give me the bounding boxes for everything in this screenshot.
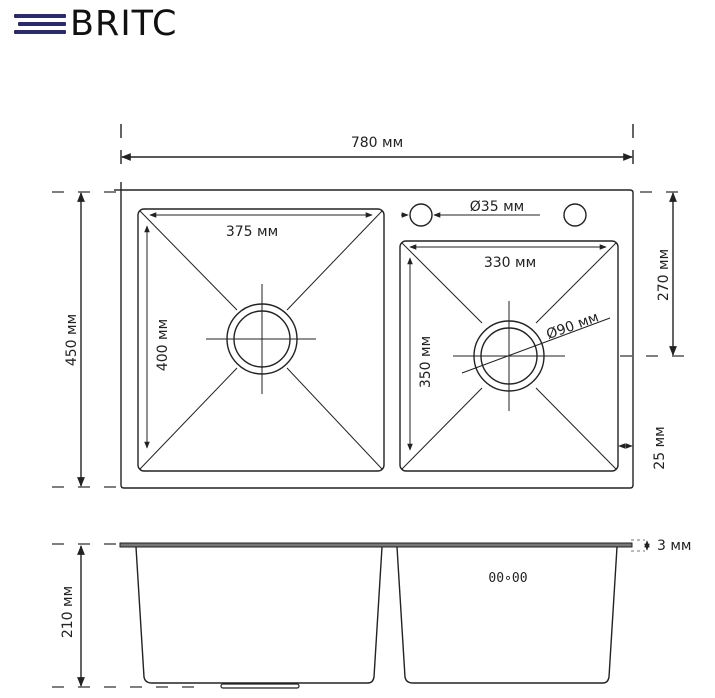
left-bowl-width-label: 375 мм [226, 224, 278, 240]
left-bowl-depth-label: 400 мм [155, 319, 171, 371]
side-view: 210 мм 00∘00 3 мм [52, 538, 691, 689]
brand-logo: BRITC [14, 4, 178, 44]
overall-width-label: 780 мм [351, 135, 403, 151]
bowl-height-label: 210 мм [60, 586, 76, 638]
right-bowl-width-label: 330 мм [484, 255, 536, 271]
second-tap-hole-icon [563, 203, 587, 227]
drain-flange [220, 683, 300, 689]
top-view: 780 мм 450 мм 375 мм 400 мм [52, 124, 690, 489]
overflow-icon: 00∘00 [488, 571, 527, 586]
brand-name: BRITC [70, 4, 178, 44]
rim-width-label: 25 мм [652, 426, 668, 469]
overall-depth-label: 450 мм [64, 314, 80, 366]
drain-diameter-label: Ø90 мм [544, 309, 601, 343]
right-bowl-depth-label: 350 мм [418, 336, 434, 388]
deck-thickness-label: 3 мм [657, 538, 691, 554]
tap-hole-icon [401, 203, 540, 227]
tap-hole-diameter-label: Ø35 мм [470, 199, 524, 215]
right-drain-icon [453, 301, 611, 411]
left-drain-icon [206, 284, 316, 394]
logo-bars-icon [14, 11, 66, 37]
drain-offset-label: 270 мм [656, 249, 672, 301]
